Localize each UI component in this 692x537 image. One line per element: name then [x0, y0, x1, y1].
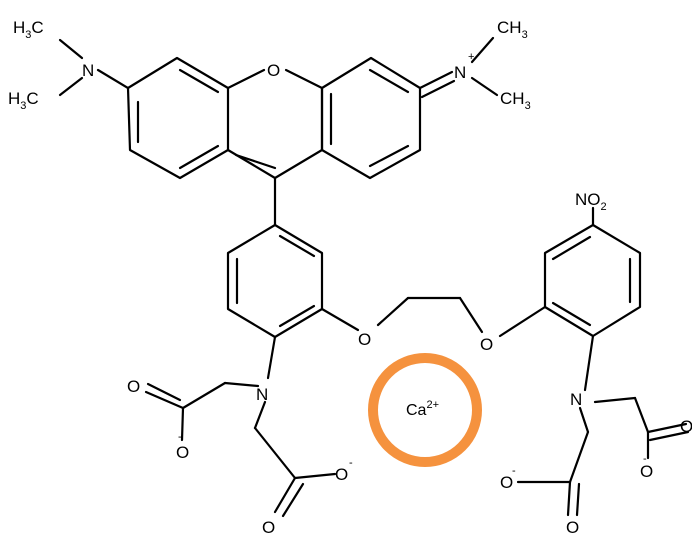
iminium-nitrogen-label: N [454, 63, 466, 82]
anion-oxygen-left-2: O [335, 465, 348, 484]
anion-charge-right-2: - [643, 453, 647, 465]
carbonyl-oxygen-right-1: O [566, 518, 579, 537]
carbonyl-oxygen-right-2: O [680, 417, 692, 436]
anion-charge-left-1: - [178, 431, 182, 443]
xanthene-oxygen-label: O [267, 61, 280, 80]
anion-charge-right-1: - [512, 465, 516, 477]
ether-oxygen-right-label: O [480, 335, 493, 354]
anion-oxygen-left-1: O [176, 443, 189, 462]
nitro-group-label: NO2 [575, 190, 607, 213]
anion-oxygen-right-2: O [640, 462, 653, 481]
calcium-symbol: Ca2+ [406, 399, 439, 419]
carbonyl-oxygen-left-1: O [127, 377, 140, 396]
carbonyl-oxygen-left-2: O [262, 518, 275, 537]
amine-nitrogen-right-label: N [570, 390, 582, 409]
nitrogen-left-label: N [82, 61, 94, 80]
ether-oxygen-left-label: O [358, 330, 371, 349]
iminium-charge-label: + [468, 51, 474, 63]
methyl-label-right-top: CH3 [497, 18, 528, 41]
amine-nitrogen-left-label: N [256, 385, 268, 404]
bond-lines [58, 36, 690, 518]
calcium-ion: Ca2+ [368, 353, 482, 467]
methyl-label-left-top: H3C [13, 18, 44, 41]
methyl-label-right-bottom: CH3 [500, 89, 531, 112]
anion-charge-left-2: - [349, 457, 353, 469]
methyl-label-left-bottom: H3C [8, 89, 39, 112]
calcium-highlight-ring [368, 353, 482, 467]
anion-oxygen-right-1: O [500, 473, 513, 492]
